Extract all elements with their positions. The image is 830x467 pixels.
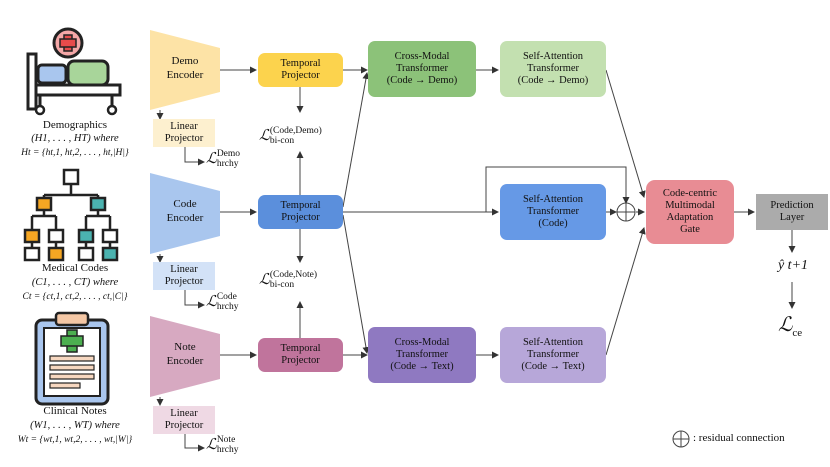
loss-subscript: ce xyxy=(792,327,803,339)
note-encoder-label: Note Encoder xyxy=(166,341,204,367)
loss-demo-hrchy: ℒ Demo hrchy xyxy=(206,149,240,169)
notes-title: Clinical Notes xyxy=(43,405,107,417)
codes-sequence: (C1, . . . , CT) where xyxy=(31,277,119,288)
loss-superscript: Code xyxy=(216,292,237,303)
loss-symbol: ℒ xyxy=(206,151,217,167)
hospital-bed-icon xyxy=(26,27,122,116)
note-temporal-projector: Temporal Projector xyxy=(258,338,343,372)
cross-modal-transformer-text: Cross-Modal Transformer (Code → Text) xyxy=(368,327,476,383)
clipboard-icon xyxy=(34,311,110,406)
loss-superscript: Demo xyxy=(216,149,241,160)
legend-text: : residual connection xyxy=(693,432,785,444)
code-linear-projector: Linear Projector xyxy=(153,262,215,290)
code-encoder-label: Code Encoder xyxy=(166,198,204,224)
code-encoder xyxy=(150,173,220,254)
demographics-title: Demographics xyxy=(42,119,108,131)
code-tree-icon xyxy=(23,168,119,262)
loss-symbol: ℒ xyxy=(206,437,217,453)
loss-superscript: (Code,Note) xyxy=(269,270,318,281)
cross-modal-transformer-demo: Cross-Modal Transformer (Code → Demo) xyxy=(368,41,476,97)
code-temporal-projector: Temporal Projector xyxy=(258,195,343,229)
prediction-output: ŷ t+1 xyxy=(777,258,809,273)
demo-linear-projector: Linear Projector xyxy=(153,119,215,147)
loss-bicon-code-note: ℒ (Code,Note) bi-con xyxy=(259,270,317,290)
legend-residual-icon xyxy=(672,430,690,448)
demo-encoder-label: Demo Encoder xyxy=(166,55,204,81)
loss-subscript: hrchy xyxy=(216,158,239,169)
loss-subscript: bi-con xyxy=(269,135,295,146)
notes-set: Wt = {wt,1, wt,2, . . . , wt,|W|} xyxy=(17,435,133,445)
note-encoder xyxy=(150,316,220,397)
self-attention-transformer-text: Self-Attention Transformer (Code → Text) xyxy=(500,327,606,383)
loss-superscript: (Code,Demo) xyxy=(269,126,322,137)
note-linear-projector: Linear Projector xyxy=(153,406,215,434)
loss-bicon-code-demo: ℒ (Code,Demo) bi-con xyxy=(259,126,322,146)
loss-cross-entropy: ℒce xyxy=(778,312,802,339)
adaptation-gate: Code-centric Multimodal Adaptation Gate xyxy=(646,180,734,244)
loss-note-hrchy: ℒ Note hrchy xyxy=(206,435,238,455)
loss-symbol: ℒ xyxy=(778,314,793,336)
self-attention-transformer-demo: Self-Attention Transformer (Code → Demo) xyxy=(500,41,606,97)
demo-temporal-projector: Temporal Projector xyxy=(258,53,343,87)
codes-title: Medical Codes xyxy=(41,262,109,274)
loss-subscript: hrchy xyxy=(216,301,239,312)
notes-sequence: (W1, . . . , WT) where xyxy=(30,420,120,431)
connector-lines xyxy=(156,66,796,452)
loss-superscript: Note xyxy=(216,435,236,446)
demographics-sequence: (H1, . . . , HT) where xyxy=(31,133,119,144)
demo-encoder xyxy=(150,30,220,110)
loss-symbol: ℒ xyxy=(259,128,270,144)
codes-set: Ct = {ct,1, ct,2, . . . , ct,|C|} xyxy=(22,292,128,302)
residual-connection-icon xyxy=(616,202,636,222)
loss-subscript: hrchy xyxy=(216,444,239,455)
prediction-layer: Prediction Layer xyxy=(756,194,828,230)
loss-symbol: ℒ xyxy=(259,272,270,288)
loss-code-hrchy: ℒ Code hrchy xyxy=(206,292,238,312)
loss-symbol: ℒ xyxy=(206,294,217,310)
demographics-set: Ht = {ht,1, ht,2, . . . , ht,|H|} xyxy=(21,148,129,158)
loss-subscript: bi-con xyxy=(269,279,295,290)
self-attention-transformer-code: Self-Attention Transformer (Code) xyxy=(500,184,606,240)
